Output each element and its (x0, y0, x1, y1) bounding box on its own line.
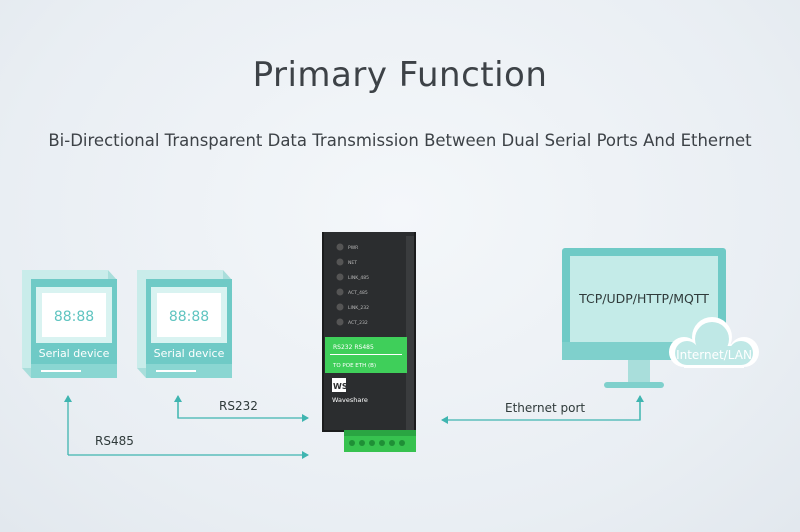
gateway-panel-line2: TO POE ETH (B) (332, 363, 376, 369)
serial-device-2: 88:88 Serial device (137, 270, 232, 378)
cloud-label: Internet/LAN (676, 348, 752, 362)
terminal-block (344, 430, 416, 452)
page-subtitle: Bi-Directional Transparent Data Transmis… (48, 131, 752, 150)
serial-device-2-label: Serial device (154, 347, 225, 360)
page-title: Primary Function (252, 55, 548, 95)
cloud-icon: Internet/LAN (669, 317, 759, 368)
rs485-label: RS485 (95, 434, 134, 448)
gateway-leds: PWR NET LINK_485 ACT_485 LINK_232 ACT_23… (336, 243, 369, 326)
gateway-panel-line1: RS232 RS485 (333, 344, 374, 351)
link-rs485: RS485 (64, 395, 309, 459)
led-label-link232: LINK_232 (348, 305, 369, 311)
waveshare-logo: WS (333, 382, 348, 391)
ethernet-label: Ethernet port (505, 401, 585, 415)
link-rs232: RS232 (174, 395, 309, 422)
link-ethernet: Ethernet port (441, 395, 644, 424)
serial-device-1: 88:88 Serial device (22, 270, 117, 378)
led-label-act485: ACT_485 (348, 290, 368, 296)
gateway-brand: Waveshare (332, 396, 368, 404)
serial-device-1-label: Serial device (39, 347, 110, 360)
led-label-pwr: PWR (348, 245, 358, 251)
led-label-act232: ACT_232 (348, 320, 368, 326)
gateway-device: PWR NET LINK_485 ACT_485 LINK_232 ACT_23… (322, 232, 416, 452)
serial-device-2-display: 88:88 (169, 309, 209, 325)
led-label-link485: LINK_485 (348, 275, 369, 281)
led-label-net: NET (348, 260, 357, 266)
serial-device-1-display: 88:88 (54, 309, 94, 325)
monitor-protocols: TCP/UDP/HTTP/MQTT (578, 291, 709, 306)
rs232-label: RS232 (219, 399, 258, 413)
